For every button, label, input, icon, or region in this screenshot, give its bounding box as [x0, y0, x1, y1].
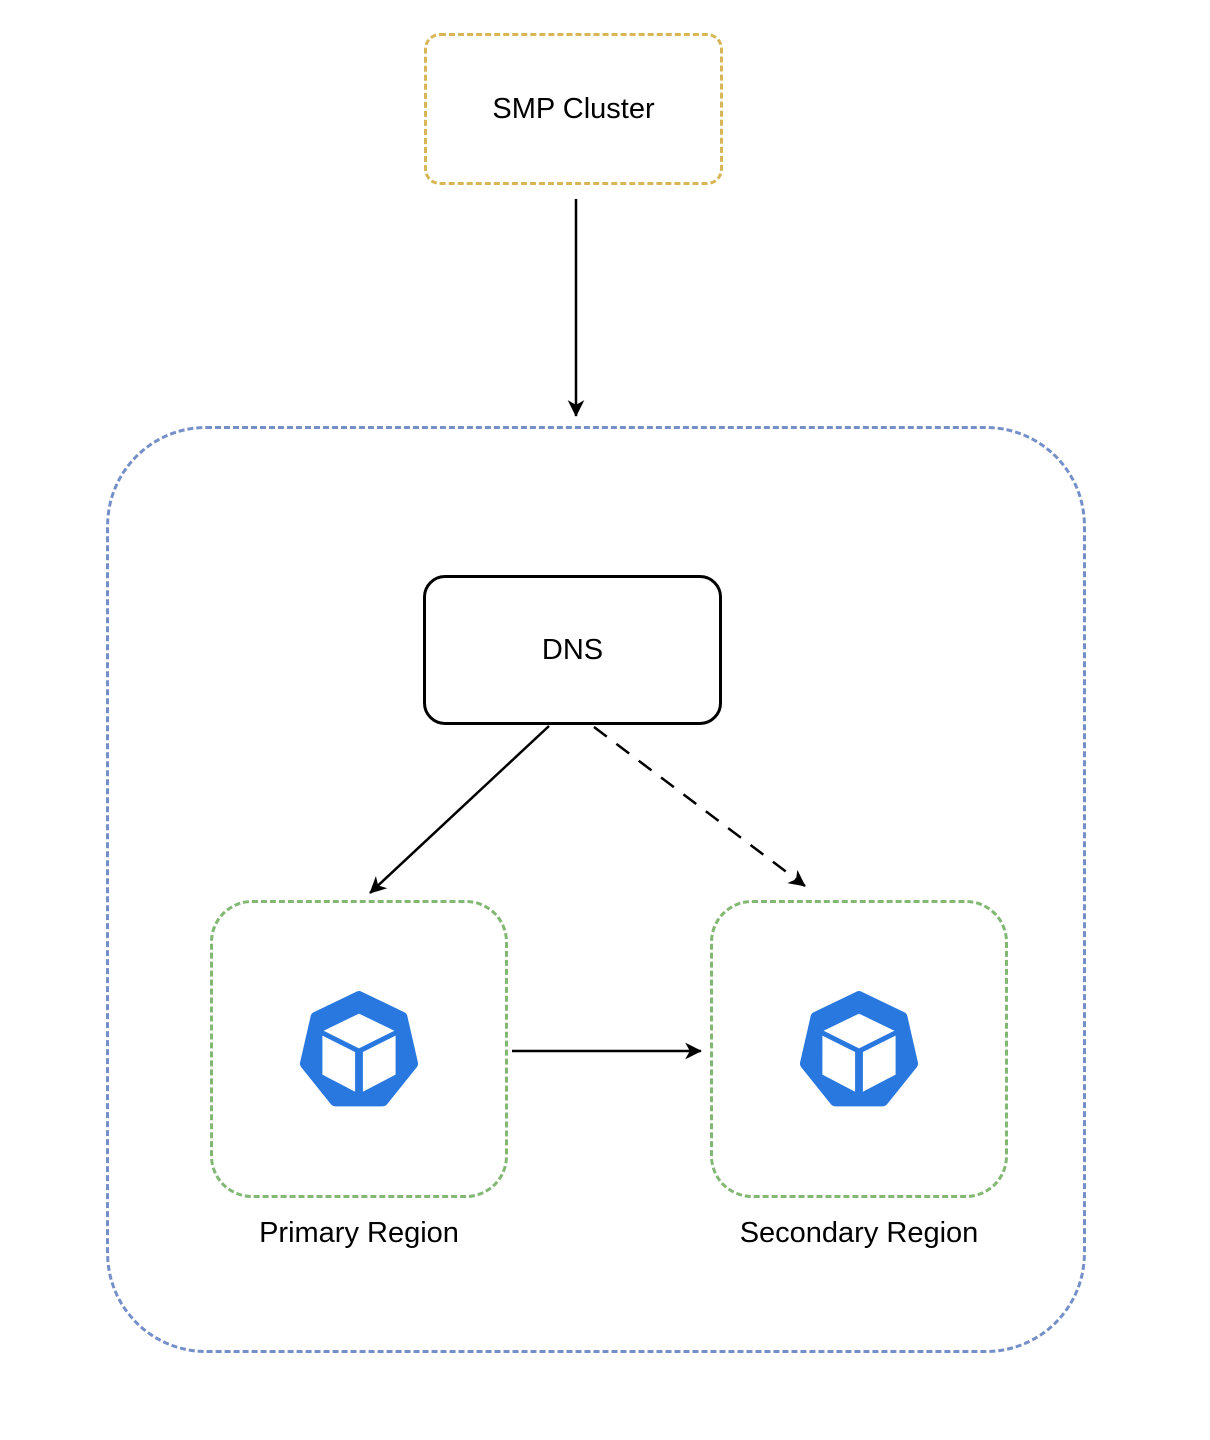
dns-label: DNS	[541, 633, 604, 666]
secondary-region-label: Secondary Region	[739, 1217, 979, 1249]
dns-zone-container[interactable]	[106, 426, 1086, 1353]
node-primary-region[interactable]	[210, 900, 508, 1198]
primary-region-label: Primary Region	[259, 1217, 459, 1249]
cube-heptagon-icon	[299, 991, 419, 1107]
node-secondary-region[interactable]	[710, 900, 1008, 1198]
node-smp-cluster[interactable]: SMP Cluster	[424, 33, 723, 185]
cube-heptagon-icon	[799, 991, 919, 1107]
node-dns[interactable]: DNS	[423, 575, 722, 725]
smp-cluster-label: SMP Cluster	[492, 92, 655, 125]
